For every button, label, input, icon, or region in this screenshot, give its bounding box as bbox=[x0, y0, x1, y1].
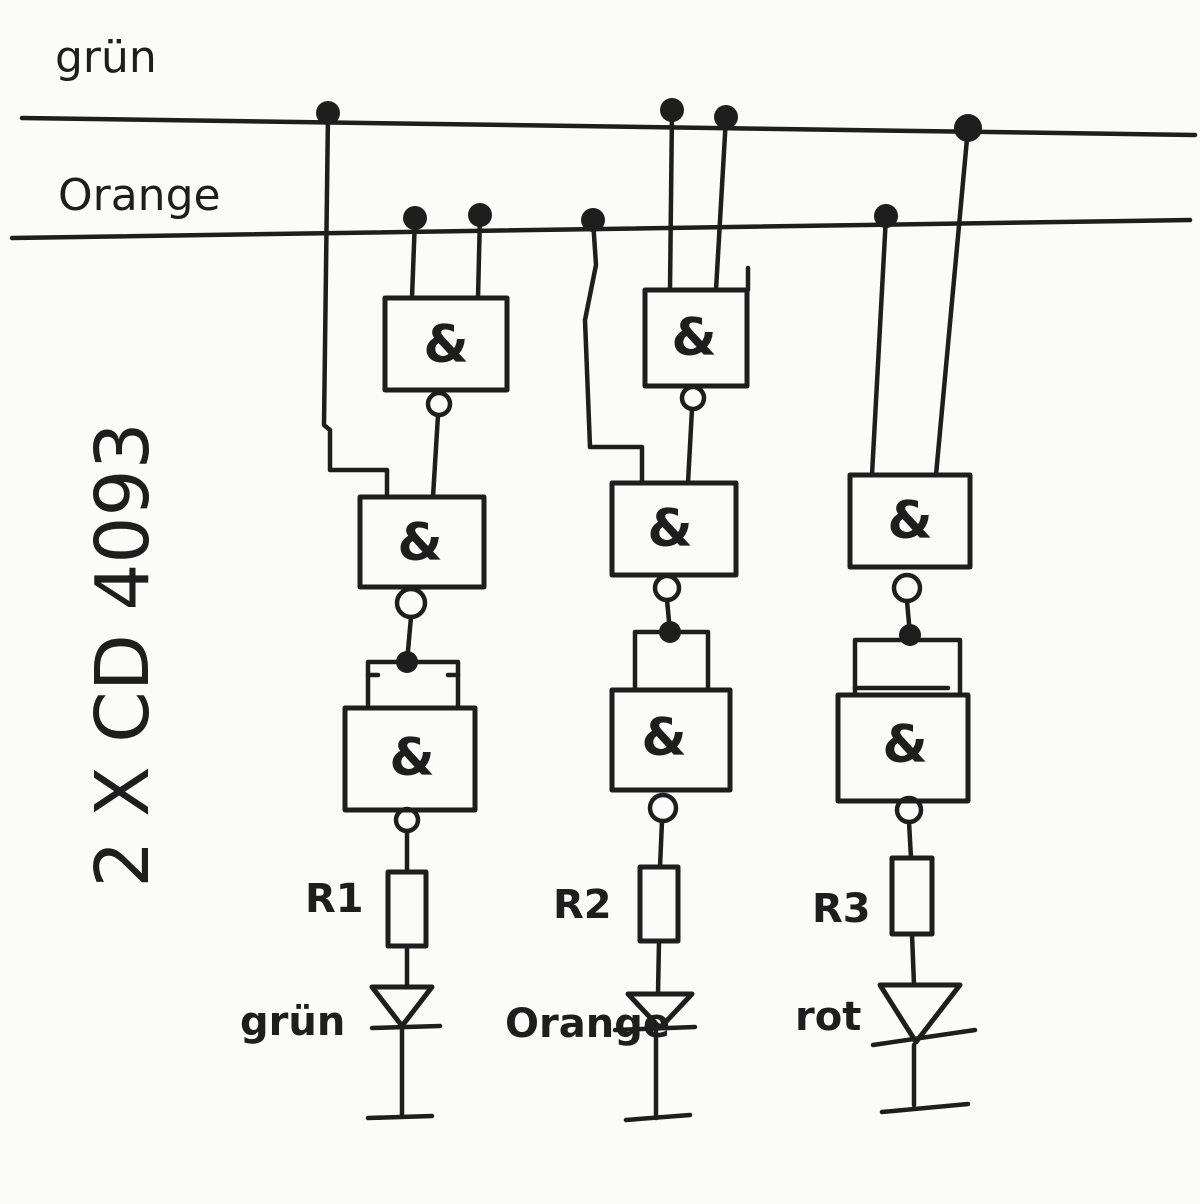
led-symbol bbox=[369, 984, 435, 1029]
wire bbox=[713, 114, 729, 293]
led-symbol bbox=[625, 991, 695, 1031]
wire bbox=[475, 212, 483, 301]
inverter-bubble bbox=[679, 384, 707, 412]
wire bbox=[365, 659, 461, 711]
wire bbox=[906, 819, 914, 861]
led-label: rot bbox=[795, 994, 861, 1040]
gate-symbol: & bbox=[641, 708, 686, 768]
rail-label-orange: Orange bbox=[58, 170, 221, 221]
ground-symbol bbox=[879, 1101, 971, 1115]
gate-symbol: & bbox=[887, 491, 932, 551]
wire bbox=[409, 215, 418, 301]
wire bbox=[909, 931, 917, 988]
gate-symbol: & bbox=[423, 315, 468, 375]
nand-gate-2 bbox=[357, 494, 487, 590]
resistor-label: R1 bbox=[305, 876, 364, 922]
chip-label: 2 X CD 4093 bbox=[80, 422, 166, 887]
inverter-bubble bbox=[394, 586, 428, 620]
led-label: Orange bbox=[505, 1001, 670, 1047]
gate-symbol: & bbox=[397, 513, 442, 573]
nand-gate-3 bbox=[609, 687, 733, 793]
resistor-r2 bbox=[637, 864, 681, 944]
wire bbox=[430, 412, 441, 500]
ground-symbol bbox=[365, 1113, 435, 1121]
junction-dot bbox=[899, 624, 921, 646]
resistor-r1 bbox=[385, 869, 429, 949]
nand-gate-2 bbox=[847, 472, 973, 570]
inverter-bubble bbox=[652, 573, 682, 603]
wire bbox=[655, 938, 662, 997]
resistor-label: R3 bbox=[812, 886, 871, 932]
wire bbox=[852, 637, 963, 698]
inverter-bubble bbox=[425, 390, 453, 418]
led-label: grün bbox=[240, 999, 345, 1045]
nand-gate-1 bbox=[382, 295, 510, 393]
wire bbox=[933, 125, 971, 478]
wire bbox=[321, 110, 390, 500]
wire bbox=[369, 1023, 443, 1031]
ground-symbol bbox=[623, 1112, 693, 1123]
gruen-rail-wire bbox=[19, 115, 1198, 138]
nand-gate-2 bbox=[609, 480, 739, 578]
orange-rail-wire bbox=[9, 217, 1193, 241]
wire bbox=[870, 1027, 978, 1048]
gate-symbol: & bbox=[882, 715, 927, 775]
wire bbox=[685, 406, 695, 486]
inverter-bubble bbox=[647, 792, 679, 824]
inverter-bubble bbox=[891, 572, 923, 604]
resistor-r3 bbox=[889, 855, 935, 937]
rail-label-gruen: grün bbox=[55, 32, 157, 83]
resistor-label: R2 bbox=[553, 882, 612, 928]
gate-symbol: & bbox=[647, 499, 692, 559]
gate-symbol: & bbox=[389, 728, 434, 788]
led-symbol bbox=[877, 982, 963, 1045]
wire bbox=[582, 217, 645, 486]
wire bbox=[869, 213, 889, 478]
gate-symbol: & bbox=[671, 308, 716, 368]
channel-1: & & & R1 grün bbox=[240, 101, 510, 1121]
wire bbox=[657, 818, 665, 870]
channel-2: & & & R2 Orange bbox=[505, 98, 751, 1123]
wire bbox=[667, 107, 675, 293]
wire bbox=[632, 629, 711, 693]
channel-3: & & R3 rot bbox=[795, 114, 982, 1115]
